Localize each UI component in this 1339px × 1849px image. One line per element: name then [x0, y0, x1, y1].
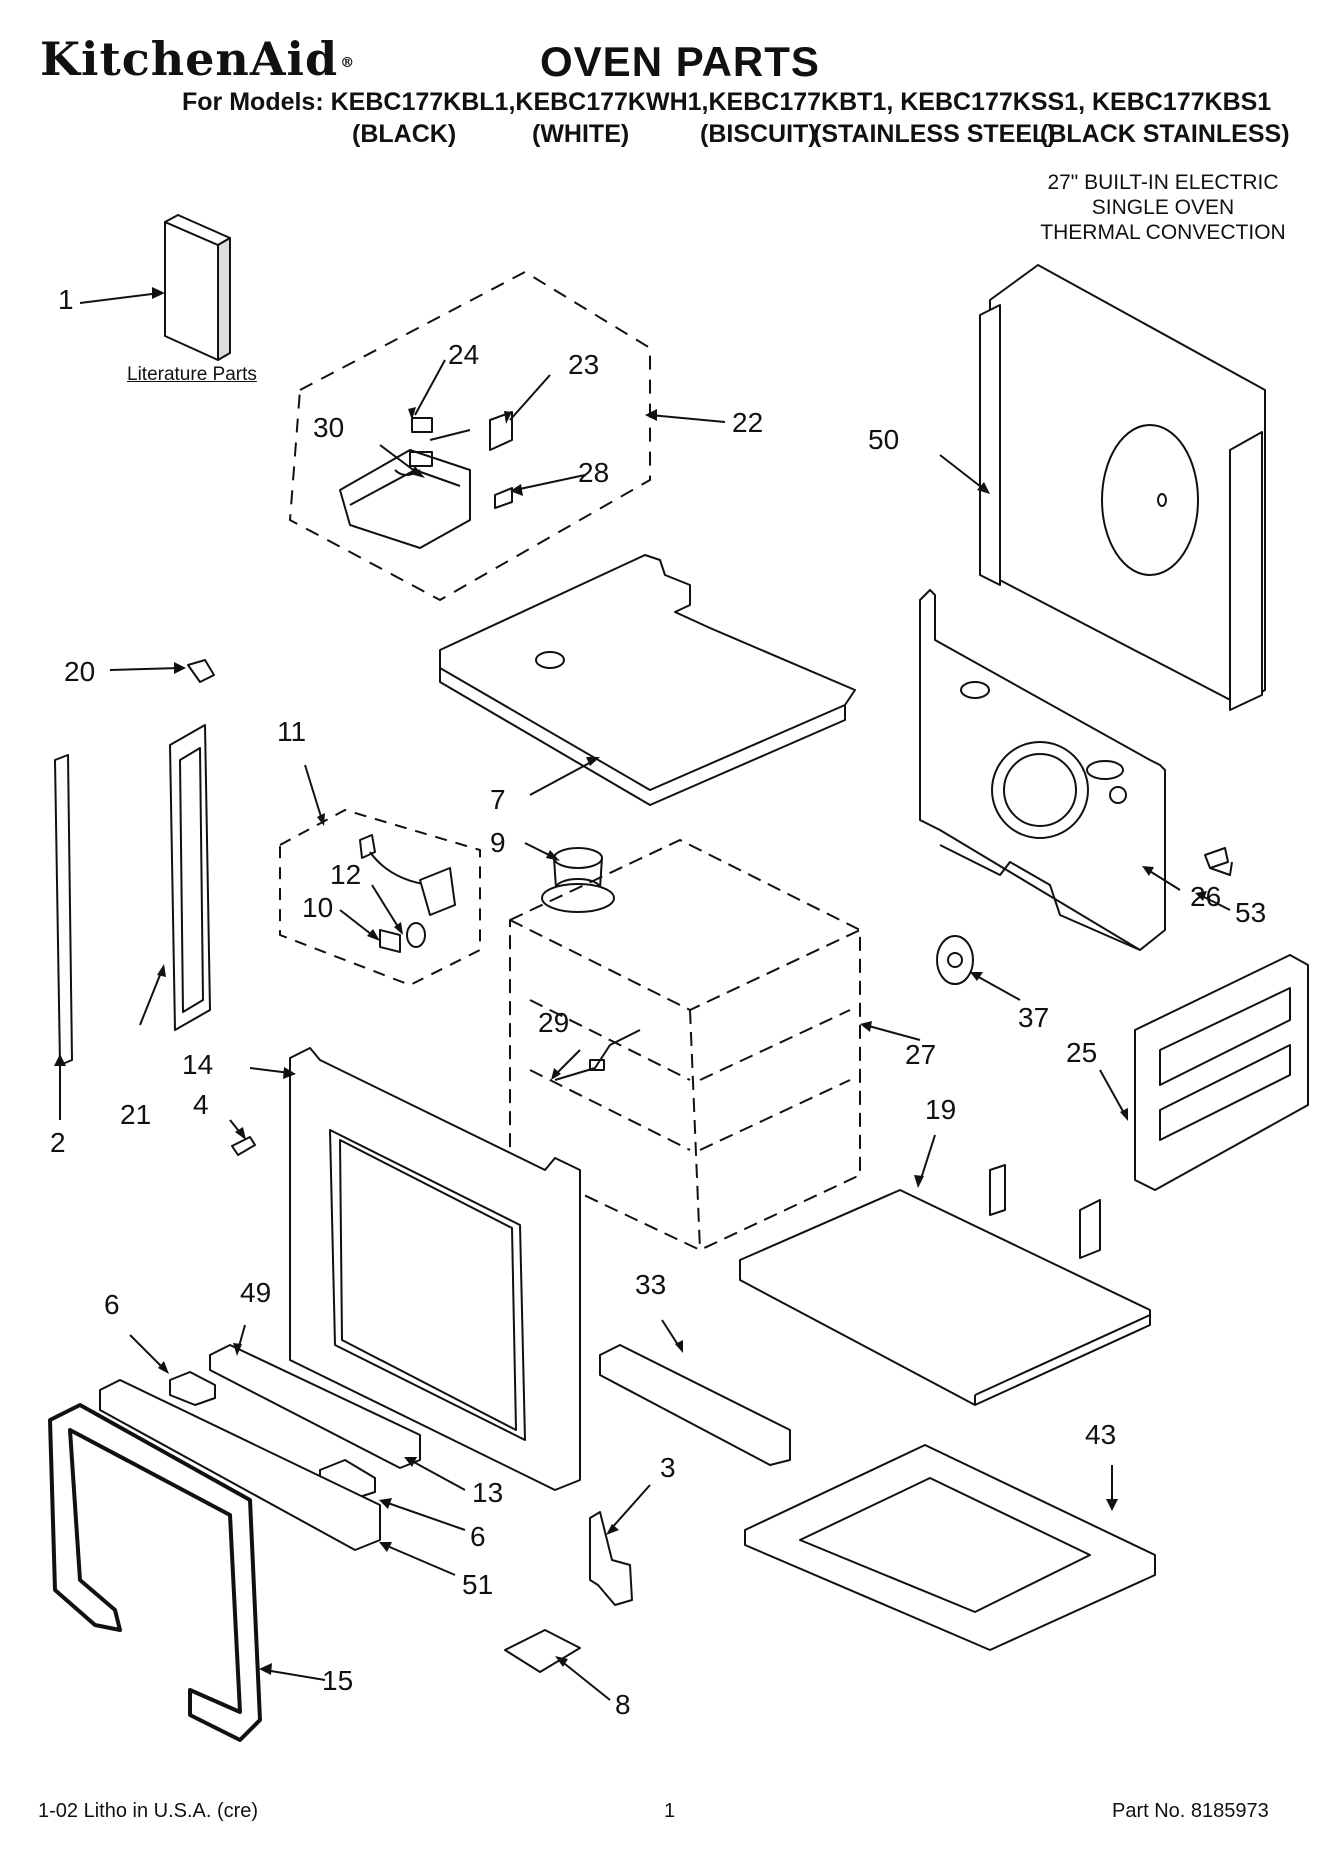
lower-trim-parts	[169, 1344, 421, 1501]
literature-parts-booklet	[164, 214, 231, 361]
callout-27: 27	[905, 1039, 937, 1070]
top-insulation-panel	[439, 554, 856, 806]
callout-1: 1	[58, 284, 74, 315]
rear-wrapper-panel	[979, 264, 1266, 711]
callout-49: 49	[240, 1277, 272, 1308]
convection-fan-motor	[541, 847, 615, 913]
callout-37: 37	[1018, 1002, 1050, 1033]
right-side-panel	[1134, 954, 1309, 1191]
callout-2: 2	[50, 1127, 66, 1158]
callout-9: 9	[490, 827, 506, 858]
light-assembly-outline	[279, 809, 481, 986]
bottom-panel	[739, 1164, 1151, 1406]
lower-vent-trim	[99, 1379, 381, 1551]
callout-14: 14	[182, 1049, 214, 1080]
registered-mark: ®	[340, 55, 356, 71]
model-list: For Models: KEBC177KBL1,KEBC177KWH1,KEBC…	[182, 88, 1272, 116]
thermal-fuse	[936, 935, 974, 985]
callout-12: 12	[330, 859, 362, 890]
callout-25: 25	[1066, 1037, 1098, 1068]
callout-33: 33	[635, 1269, 667, 1300]
callout-24: 24	[448, 339, 480, 370]
callout-15: 15	[322, 1665, 354, 1696]
callout-11: 11	[277, 716, 307, 747]
callout-8: 8	[615, 1689, 631, 1720]
brand-logo: KitchenAid®	[40, 32, 356, 86]
product-line-2: SINGLE OVEN	[1091, 196, 1235, 219]
callout-51: 51	[462, 1569, 494, 1600]
cavity-rail	[599, 1344, 791, 1466]
print-info: 1-02 Litho in U.S.A. (cre)	[38, 1800, 259, 1822]
front-frame	[289, 1047, 581, 1491]
callout-19: 19	[925, 1094, 957, 1125]
callout-23: 23	[568, 349, 600, 380]
callout-50: 50	[868, 424, 900, 455]
product-line-1: 27" BUILT-IN ELECTRIC	[1047, 171, 1279, 194]
callout-6-upper: 6	[104, 1289, 120, 1320]
color-label-white: (WHITE)	[532, 120, 630, 148]
callout-43: 43	[1085, 1419, 1117, 1450]
part-number: Part No. 8185973	[1112, 1800, 1269, 1822]
callout-28: 28	[578, 457, 610, 488]
color-label-stainless: (STAINLESS STEEL)	[813, 120, 1056, 148]
callout-arrowheads	[54, 287, 1207, 1675]
callout-leaders	[59, 292, 1231, 1701]
callout-4: 4	[193, 1089, 209, 1120]
callout-30: 30	[313, 412, 345, 443]
left-trim-strips	[54, 659, 215, 1066]
callout-3: 3	[660, 1452, 676, 1483]
callout-10: 10	[302, 892, 334, 923]
small-bracket	[1204, 847, 1233, 876]
callout-22: 22	[732, 407, 764, 438]
product-line-3: THERMAL CONVECTION	[1040, 221, 1286, 244]
oven-sensor	[554, 1029, 641, 1081]
literature-parts-label: Literature Parts	[127, 364, 257, 385]
product-description: 27" BUILT-IN ELECTRIC SINGLE OVEN THERMA…	[1018, 170, 1308, 245]
hinge-bracket	[589, 1511, 633, 1606]
mounting-screw	[231, 1136, 256, 1156]
color-label-black: (BLACK)	[352, 120, 457, 148]
callout-21: 21	[120, 1099, 152, 1130]
callout-53: 53	[1235, 897, 1267, 928]
callout-20: 20	[64, 656, 96, 687]
callout-13: 13	[472, 1477, 504, 1508]
page-number: 1	[664, 1800, 676, 1822]
callout-26: 26	[1190, 881, 1222, 912]
callout-7: 7	[490, 784, 506, 815]
page-title: OVEN PARTS	[540, 38, 820, 85]
bottom-tray	[744, 1444, 1156, 1651]
door-gasket	[48, 1403, 262, 1742]
color-label-black-stainless: (BLACK STAINLESS)	[1040, 120, 1290, 148]
color-label-biscuit: (BISCUIT)	[700, 120, 817, 148]
callout-29: 29	[538, 1007, 570, 1038]
small-plate	[504, 1629, 581, 1673]
callout-6-lower: 6	[470, 1521, 486, 1552]
rear-inner-panel	[919, 589, 1166, 951]
